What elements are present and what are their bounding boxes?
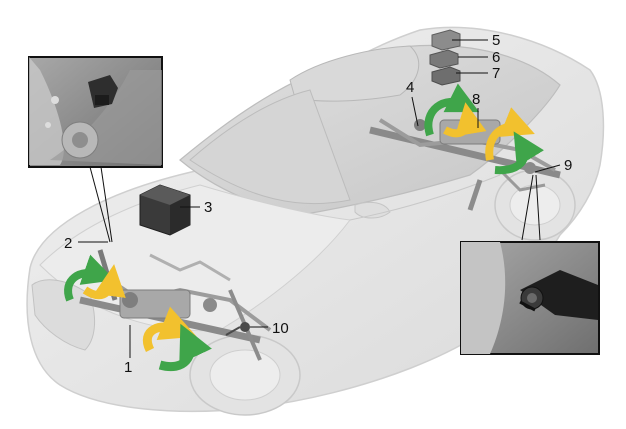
rear-module-6 <box>429 49 459 69</box>
inset-rear-sensor-detail <box>460 241 600 355</box>
leader-lines <box>78 39 561 358</box>
callout-4: 4 <box>406 79 414 96</box>
inset-front-sensor-detail <box>28 56 163 168</box>
leader-9-inset-b <box>535 174 541 241</box>
leader-9-inset-a <box>521 174 534 241</box>
callout-9: 9 <box>564 157 572 174</box>
height-sensor <box>225 322 250 336</box>
callout-labels: 1 2 3 4 5 6 7 8 9 10 <box>64 32 572 376</box>
leader-4 <box>411 96 419 127</box>
leader-9 <box>534 164 561 173</box>
leader-2-inset-b <box>100 166 113 243</box>
rear-module-5 <box>431 29 461 51</box>
leader-2-inset-a <box>89 166 111 243</box>
callout-6: 6 <box>492 49 500 66</box>
callout-7: 7 <box>492 65 500 82</box>
rear-module-7 <box>431 66 461 86</box>
front-right-rotation-arrows <box>142 306 212 372</box>
callout-10: 10 <box>272 320 289 337</box>
control-unit <box>139 184 191 236</box>
rear-right-rotation-arrows <box>485 107 545 175</box>
callout-2: 2 <box>64 235 72 252</box>
front-left-rotation-arrows <box>64 254 126 302</box>
callout-5: 5 <box>492 32 500 49</box>
rear-left-rotation-arrows <box>424 83 487 138</box>
callout-1: 1 <box>124 359 132 376</box>
callout-8: 8 <box>472 91 480 108</box>
callout-3: 3 <box>204 199 212 216</box>
